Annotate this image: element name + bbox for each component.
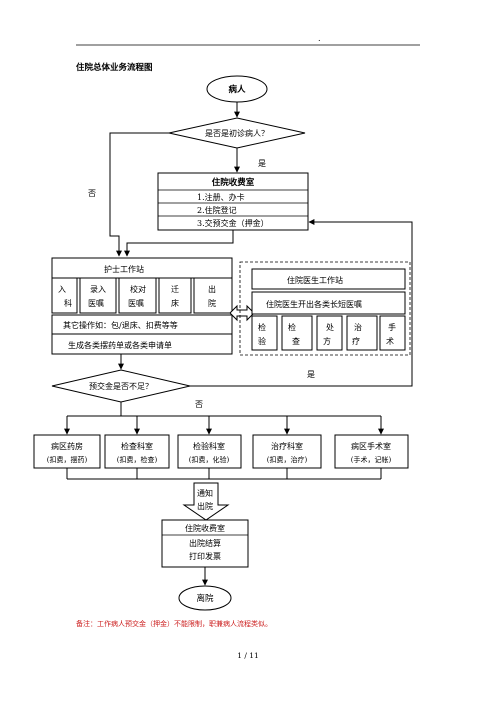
notify-discharge-arrow xyxy=(182,482,230,521)
dept-4-name: 治疗科室 xyxy=(271,441,303,451)
nurse-cell-2 xyxy=(79,277,117,314)
dept-box-3 xyxy=(177,434,242,469)
nurse-cells xyxy=(51,277,233,314)
arrow-yes-to-cashier-loop xyxy=(190,219,413,387)
cashier-title: 住院收费室 xyxy=(212,177,255,188)
dept-4-sub: (扣费，治疗) xyxy=(267,455,308,464)
doctor-cell-4-a: 治 xyxy=(354,322,362,332)
cashier-item-2: 2.住院登记 xyxy=(197,205,237,215)
doctor-station-subtitle: 住院医生开出各类长短医嘱 xyxy=(266,299,362,309)
no-label-1: 否 xyxy=(88,189,96,198)
notify-line-2: 出院 xyxy=(197,501,213,511)
arrow-cashier-to-nurse xyxy=(124,230,234,257)
nurse-cell-1 xyxy=(51,277,78,314)
nurse-cell-5 xyxy=(193,277,233,314)
nurse-cell-3 xyxy=(118,277,157,314)
doctor-cell-3-a: 处 xyxy=(326,322,334,332)
yes-label-2: 是 xyxy=(307,370,315,379)
doctor-cell-3-b: 方 xyxy=(323,336,331,346)
doctor-cell-4 xyxy=(346,315,378,351)
doctor-cell-5-a: 手 xyxy=(388,322,396,332)
doctor-station-outline xyxy=(239,261,411,356)
dept-box-1 xyxy=(33,434,101,469)
discharge-item-2: 打印发票 xyxy=(189,551,221,561)
nurse-cell-4 xyxy=(158,277,192,314)
dept-box-2 xyxy=(104,434,170,469)
page-number: 1 / 11 xyxy=(237,651,259,660)
doctor-cell-1-a: 检 xyxy=(258,322,266,332)
nurse-cell-4-b: 床 xyxy=(171,298,179,308)
bidirectional-arrow xyxy=(229,304,255,322)
nurse-generate-box xyxy=(51,333,233,355)
doctor-title-box xyxy=(251,268,406,290)
cashier-item-3: 3.交预交金（押金） xyxy=(197,218,269,228)
dept-2-sub: (扣费，检查) xyxy=(117,455,158,464)
dept-3-name: 检验科室 xyxy=(193,441,225,451)
discharge-cashier-title: 住院收费室 xyxy=(185,523,225,533)
nurse-other-ops: 其它操作如：包/退床、扣费等等 xyxy=(63,320,178,330)
footnote: 备注：工作病人预交金（押金）不能限制，职兼病人流程类似。 xyxy=(76,619,272,628)
doctor-cell-2 xyxy=(281,315,313,351)
yes-label-1: 是 xyxy=(258,159,266,168)
dept-1-sub: (扣费，摆药) xyxy=(47,455,88,464)
doctor-cell-2-b: 查 xyxy=(292,336,300,346)
doctor-cell-3 xyxy=(316,315,343,351)
arrow-no-to-nurse xyxy=(109,132,169,257)
leave-node xyxy=(178,585,232,611)
nurse-cell-5-b: 院 xyxy=(208,298,216,308)
nurse-cell-1-b: 科 xyxy=(64,298,72,308)
nurse-cell-2-b: 医嘱 xyxy=(88,299,104,308)
discharge-item-1: 出院结算 xyxy=(189,538,221,548)
nurse-cell-2-a: 录入 xyxy=(90,285,106,294)
nurse-station-title: 护士工作站 xyxy=(104,264,144,274)
leave-label: 离院 xyxy=(196,593,214,604)
header-dot: . xyxy=(318,34,321,43)
no-label-2: 否 xyxy=(195,400,203,409)
doctor-cell-1 xyxy=(251,315,278,351)
dept-2-name: 检查科室 xyxy=(121,441,153,451)
nurse-generate: 生成各类摆药单或各类申请单 xyxy=(68,340,172,350)
doctor-cell-2-a: 检 xyxy=(288,322,296,332)
doctor-cells xyxy=(251,315,406,351)
nurse-cell-1-a: 入 xyxy=(58,285,66,294)
doctor-cell-5 xyxy=(379,315,406,351)
first-visit-question: 是否是初诊病人？ xyxy=(205,128,269,138)
notify-line-1: 通知 xyxy=(197,488,213,498)
dept-3-sub: (扣费，化验) xyxy=(189,455,230,464)
nurse-cell-3-b: 医嘱 xyxy=(128,299,144,308)
dept-5-sub: (手术，记帐) xyxy=(351,455,392,464)
dept-box-4 xyxy=(252,434,322,469)
cashier-item-1: 1.注册、办卡 xyxy=(197,192,245,202)
deposit-question: 预交金是否不足？ xyxy=(89,381,153,391)
dept-1-name: 病区药房 xyxy=(51,441,83,451)
nurse-cell-4-a: 迁 xyxy=(171,284,179,294)
doctor-cell-5-b: 术 xyxy=(386,336,394,346)
dept-5-name: 病区手术室 xyxy=(351,441,391,451)
doctor-subtitle-box xyxy=(251,291,406,315)
dept-box-5 xyxy=(334,434,409,469)
patient-label: 病人 xyxy=(228,84,246,95)
doctor-cell-4-b: 疗 xyxy=(352,336,360,346)
doctor-cell-1-b: 验 xyxy=(258,336,266,346)
doctor-station-title: 住院医生工作站 xyxy=(287,275,343,285)
nurse-cell-5-a: 出 xyxy=(208,284,216,294)
nurse-cell-3-a: 校对 xyxy=(130,284,146,294)
page-title: 住院总体业务流程图 xyxy=(76,62,153,73)
